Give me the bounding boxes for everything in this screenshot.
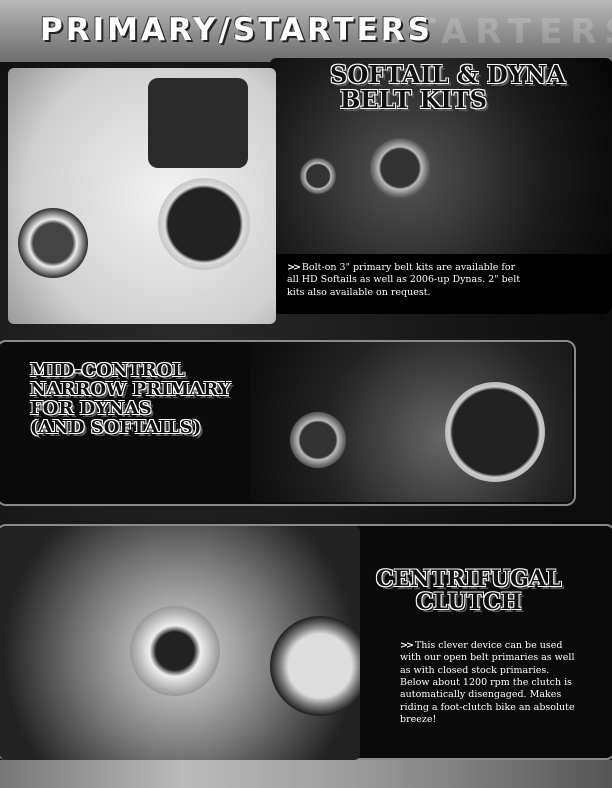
watermark-text: STARTERS	[380, 12, 612, 52]
double-arrow-icon: >>	[287, 262, 301, 273]
page-footer-band	[0, 760, 612, 788]
belt-kits-description: >>Bolt-on 3" primary belt kits are avail…	[287, 262, 527, 299]
heading-line: Belt Kits	[340, 85, 487, 115]
centrifugal-clutch-photo	[0, 526, 360, 760]
heading-line: Centrifugal	[376, 566, 562, 592]
heading-mid-control: Mid-Control Narrow Primary for Dynas (an…	[30, 360, 231, 438]
heading-line: for Dynas	[30, 397, 152, 419]
heading-centrifugal-clutch: Centrifugal Clutch	[376, 566, 562, 616]
clutch-description: >>This clever device can be used with ou…	[400, 640, 580, 726]
bike-belt-kit-photo	[270, 58, 612, 254]
mid-control-primary-photo	[250, 342, 572, 502]
heading-line: Softail & Dyna	[330, 60, 566, 89]
page-title: PRIMARY/STARTERS	[40, 12, 433, 48]
description-text: Bolt-on 3" primary belt kits are availab…	[287, 262, 521, 298]
description-text: This clever device can be used with our …	[400, 640, 575, 726]
heading-line: Narrow Primary	[30, 378, 231, 400]
double-arrow-icon: >>	[400, 640, 414, 651]
heading-line: Clutch	[415, 589, 522, 616]
heading-line: Mid-Control	[30, 360, 185, 381]
heading-belt-kits: Softail & Dyna Belt Kits	[330, 60, 566, 115]
heading-line: (and Softails)	[30, 416, 202, 438]
page-header: STARTERS PRIMARY/STARTERS	[0, 0, 612, 62]
belt-kit-parts-photo	[8, 68, 276, 324]
cover-plate	[148, 78, 248, 168]
